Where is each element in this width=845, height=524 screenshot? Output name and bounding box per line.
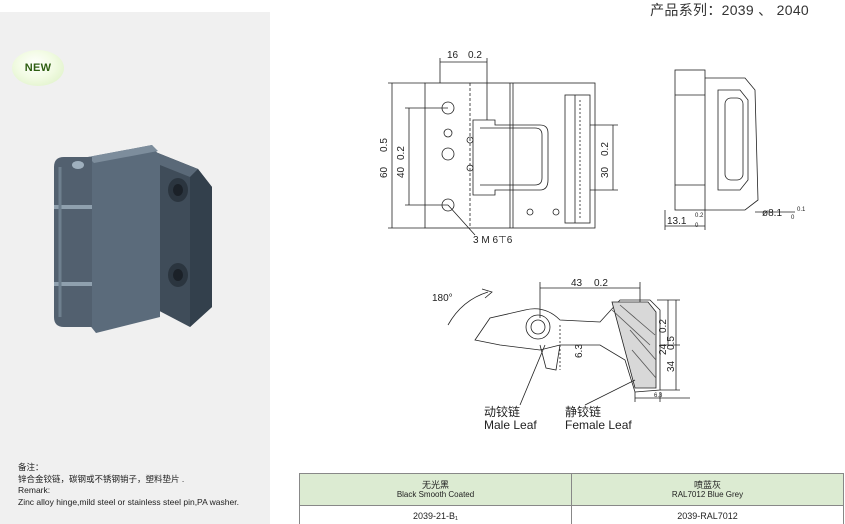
col-black-en: Black Smooth Coated <box>396 489 475 499</box>
dim-30-tol: 0.2 <box>600 142 611 156</box>
dim-24-tol: 0.2 <box>658 319 669 333</box>
female-leaf-en: Female Leaf <box>565 418 632 432</box>
col-grey-en: RAL7012 Blue Grey <box>671 489 744 499</box>
variants-table: 无光黑 Black Smooth Coated 喷蓝灰 RAL7012 Blue… <box>299 473 844 524</box>
dim-16: 16 <box>447 50 459 61</box>
col-black-header: 无光黑 Black Smooth Coated <box>299 473 572 506</box>
code-grey: 2039-RAL7012 <box>571 505 844 524</box>
product-photo-panel: NEW 备注： 锌合金铰链，碳钢或不锈钢销子，塑料垫片 . Remark: Zi… <box>0 12 270 524</box>
product-series-label: 产品系列：2039 、 2040 <box>650 2 809 18</box>
code-black: 2039-21-B₁ <box>299 505 572 524</box>
rotation-label: 180° <box>432 293 453 304</box>
dim-13-1-tol-top: 0.2 <box>695 213 704 219</box>
notes-remark-label: Remark: <box>18 485 51 495</box>
technical-drawing: 16 0.2 60 0.5 40 0.2 30 0.2 3 M 6⊤6 13.1… <box>379 50 806 432</box>
dim-60-tol: 0.5 <box>379 138 390 152</box>
dim-6-3: 6.3 <box>574 344 585 358</box>
notes-line-cn: 锌合金铰链，碳钢或不锈钢销子，塑料垫片 . <box>18 473 185 484</box>
female-leaf-cn: 静铰链 <box>565 404 601 419</box>
male-leaf-en: Male Leaf <box>484 418 537 432</box>
dim-13-1: 13.1 <box>667 216 687 227</box>
dim-13-1-tol-bot: 0 <box>695 223 699 229</box>
thread-callout: 3 M 6⊤6 <box>473 235 513 246</box>
dim-34: 34 <box>666 360 677 372</box>
dim-43: 43 <box>571 278 583 289</box>
dim-43-tol: 0.2 <box>594 278 608 289</box>
col-grey-header: 喷蓝灰 RAL7012 Blue Grey <box>571 473 844 506</box>
dim-34-tol: 0.5 <box>666 336 677 350</box>
dim-60: 60 <box>379 166 390 178</box>
male-leaf-cn: 动铰链 <box>484 404 520 419</box>
dim-40-tol: 0.2 <box>396 146 407 160</box>
dim-24: 24 <box>658 343 669 355</box>
notes-line-en: Zinc alloy hinge,mild steel or stainless… <box>18 496 239 507</box>
col-black-cn: 无光黑 <box>421 479 449 490</box>
new-badge: NEW <box>12 50 64 86</box>
dim-6-3-b: 6.3 <box>654 393 663 399</box>
notes-title: 备注： <box>18 462 44 472</box>
hinge-product-image <box>54 145 212 333</box>
dim-d8-1-tol-bot: 0 <box>791 215 795 221</box>
col-grey-cn: 喷蓝灰 <box>693 479 721 490</box>
dim-30: 30 <box>600 166 611 178</box>
dim-16-tol: 0.2 <box>468 50 482 61</box>
dim-d8-1: ø8.1 <box>762 208 782 219</box>
dim-d8-1-tol-top: 0.1 <box>797 207 806 213</box>
notes-block: 备注： 锌合金铰链，碳钢或不锈钢销子，塑料垫片 . Remark: Zinc a… <box>18 462 268 508</box>
dim-40: 40 <box>396 166 407 178</box>
